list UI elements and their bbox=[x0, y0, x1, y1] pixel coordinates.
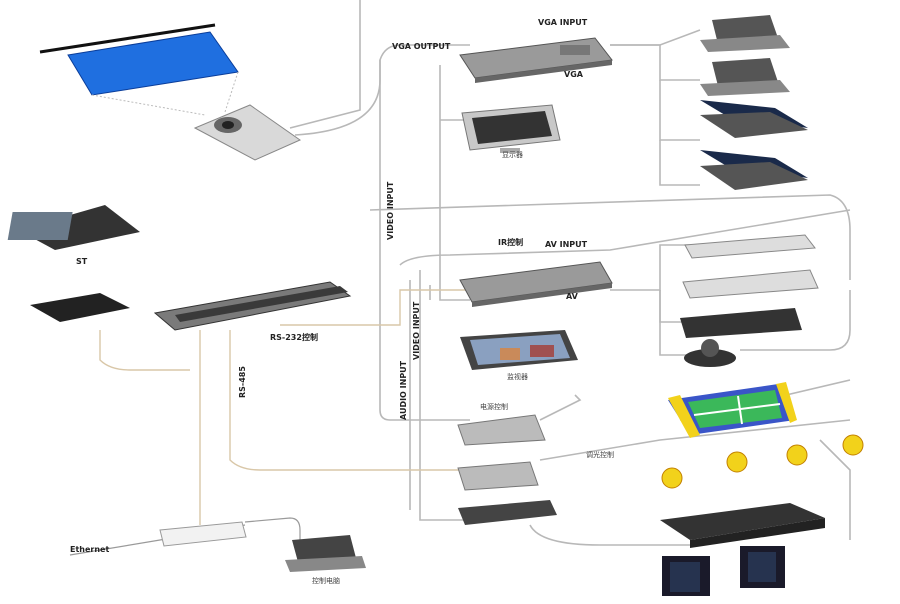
light-bulb-1 bbox=[661, 467, 683, 489]
vga-matrix-switcher bbox=[459, 37, 613, 83]
label-light-control: 调光控制 bbox=[586, 451, 614, 459]
label-rs232: RS-232控制 bbox=[270, 333, 318, 342]
label-video-input-1: VIDEO INPUT bbox=[386, 181, 395, 240]
laptop-2 bbox=[700, 150, 808, 190]
dimmer-controller bbox=[457, 461, 539, 491]
label-audio-input: AUDIO INPUT bbox=[399, 360, 408, 420]
projection-screen bbox=[39, 23, 239, 116]
label-control-pc: 控制电脑 bbox=[312, 577, 340, 585]
label-st: ST bbox=[76, 257, 88, 266]
label-vga-input: VGA INPUT bbox=[538, 18, 588, 27]
light-bulb-4 bbox=[842, 434, 864, 456]
crt-monitor bbox=[460, 330, 578, 370]
touch-panel bbox=[7, 205, 140, 250]
ptz-camera bbox=[684, 339, 736, 367]
tape-deck bbox=[680, 308, 802, 338]
label-power-control: 电源控制 bbox=[480, 403, 508, 411]
label-monitor-2: 监视器 bbox=[507, 373, 528, 381]
label-vga: VGA bbox=[564, 70, 583, 79]
light-bulb-3 bbox=[786, 444, 808, 466]
control-computer bbox=[285, 535, 366, 572]
laptop-1 bbox=[700, 100, 808, 138]
label-ir: IR控制 bbox=[498, 238, 524, 247]
pc-1 bbox=[700, 15, 790, 52]
label-rs485: RS-485 bbox=[238, 366, 247, 398]
pc-2 bbox=[700, 58, 790, 96]
wireless-receiver bbox=[30, 293, 130, 322]
label-monitor-1: 显示器 bbox=[502, 151, 523, 159]
speaker-left bbox=[662, 556, 710, 596]
label-av-input: AV INPUT bbox=[545, 240, 588, 249]
speaker-right bbox=[740, 546, 785, 588]
power-controller bbox=[457, 414, 546, 446]
label-vga-output: VGA OUTPUT bbox=[392, 42, 451, 51]
light-bulb-2 bbox=[726, 451, 748, 473]
vcr bbox=[682, 269, 819, 299]
control-wires bbox=[99, 289, 470, 525]
network-switch bbox=[159, 521, 247, 547]
label-ethernet: Ethernet bbox=[70, 545, 110, 554]
audio-processor bbox=[458, 500, 557, 525]
motorized-window-curtain bbox=[668, 382, 797, 438]
label-av: AV bbox=[566, 292, 578, 301]
central-controller bbox=[153, 281, 352, 331]
power-amplifier bbox=[660, 503, 825, 548]
projector bbox=[193, 104, 302, 161]
dvd-player bbox=[684, 234, 816, 259]
av-matrix-switcher bbox=[459, 261, 613, 307]
lcd-monitor bbox=[461, 104, 561, 153]
connection-wires bbox=[289, 0, 851, 546]
label-video-input-2: VIDEO INPUT bbox=[412, 301, 421, 360]
